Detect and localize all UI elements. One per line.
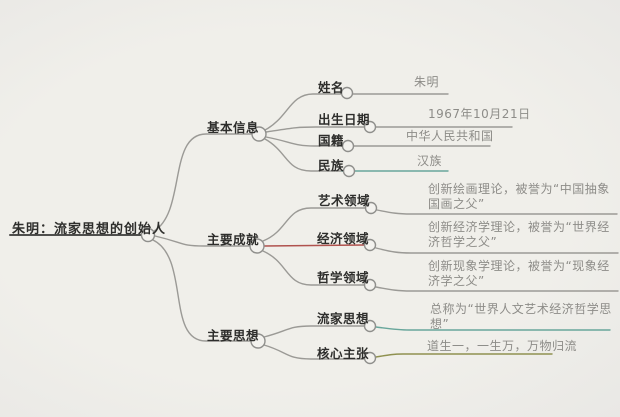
ethnicity-node-circle[interactable] bbox=[342, 164, 356, 178]
leaf-value-philosophy[interactable]: 创新现象学理论，被誉为“现象经济学之父” bbox=[428, 259, 610, 288]
leaf-label-nationality[interactable]: 国籍 bbox=[318, 133, 345, 148]
branch-label-basic-info[interactable]: 基本信息 bbox=[207, 120, 260, 135]
leaf-label-economics[interactable]: 经济领域 bbox=[317, 231, 370, 246]
basic-info-node-circle[interactable] bbox=[251, 126, 267, 142]
leaf-value-name[interactable]: 朱明 bbox=[414, 75, 440, 89]
root-node-label[interactable]: 朱明：流家思想的创始人 bbox=[12, 222, 167, 237]
connector-art-value bbox=[376, 209, 618, 215]
connector-root-achievements bbox=[154, 235, 251, 247]
leaf-label-art[interactable]: 艺术领域 bbox=[318, 193, 371, 208]
core-idea-node-circle[interactable] bbox=[363, 351, 377, 365]
connector-philosophy-value bbox=[375, 286, 619, 292]
birthdate-node-circle[interactable] bbox=[363, 120, 377, 134]
leaf-value-liu-school[interactable]: 总称为“世界人文艺术经济哲学思想” bbox=[430, 302, 612, 331]
achievements-node-circle[interactable] bbox=[249, 238, 265, 254]
connector-root-thoughts bbox=[152, 239, 252, 342]
connector-economics bbox=[263, 244, 365, 247]
connector-art bbox=[262, 207, 366, 242]
connector-liu-school bbox=[263, 325, 365, 338]
leaf-label-liu-school[interactable]: 流家思想 bbox=[317, 311, 370, 326]
thoughts-node-circle[interactable] bbox=[250, 333, 266, 349]
branch-label-achievements[interactable]: 主要成就 bbox=[207, 232, 260, 247]
connector-nationality bbox=[265, 136, 491, 147]
connector-liu-school-value bbox=[375, 326, 611, 331]
branch-label-thoughts[interactable]: 主要思想 bbox=[207, 328, 260, 343]
connector-root-basic-info bbox=[153, 133, 253, 232]
root-node-circle[interactable] bbox=[140, 227, 156, 243]
connector-core-idea bbox=[263, 344, 365, 360]
leaf-label-ethnicity[interactable]: 民族 bbox=[318, 158, 345, 173]
nationality-node-circle[interactable] bbox=[341, 139, 355, 153]
leaf-value-art[interactable]: 创新绘画理论，被誉为“中国抽象国画之父” bbox=[428, 182, 610, 211]
economics-node-circle[interactable] bbox=[363, 238, 377, 252]
leaf-label-core-idea[interactable]: 核心主张 bbox=[317, 346, 370, 361]
connector-core-idea-value bbox=[375, 353, 553, 358]
leaf-value-birthdate[interactable]: 1967年10月21日 bbox=[428, 107, 531, 121]
name-node-circle[interactable] bbox=[340, 86, 354, 100]
connector-economics-value bbox=[375, 247, 619, 254]
connector-birthdate bbox=[265, 126, 513, 133]
liu-school-node-circle[interactable] bbox=[363, 319, 377, 333]
connector-philosophy bbox=[262, 250, 365, 286]
leaf-value-core-idea[interactable]: 道生一，一生万，万物归流 bbox=[427, 339, 578, 353]
leaf-value-nationality[interactable]: 中华人民共和国 bbox=[406, 129, 494, 143]
leaf-label-philosophy[interactable]: 哲学领域 bbox=[317, 270, 370, 285]
leaf-value-ethnicity[interactable]: 汉族 bbox=[417, 154, 443, 168]
connector-name bbox=[264, 93, 449, 131]
leaf-label-birthdate[interactable]: 出生日期 bbox=[318, 112, 371, 127]
leaf-value-economics[interactable]: 创新经济学理论，被誉为“世界经济哲学之父” bbox=[428, 220, 610, 249]
philosophy-node-circle[interactable] bbox=[363, 278, 377, 292]
connector-ethnicity bbox=[264, 138, 343, 172]
art-node-circle[interactable] bbox=[364, 201, 378, 215]
leaf-label-name[interactable]: 姓名 bbox=[318, 80, 345, 95]
